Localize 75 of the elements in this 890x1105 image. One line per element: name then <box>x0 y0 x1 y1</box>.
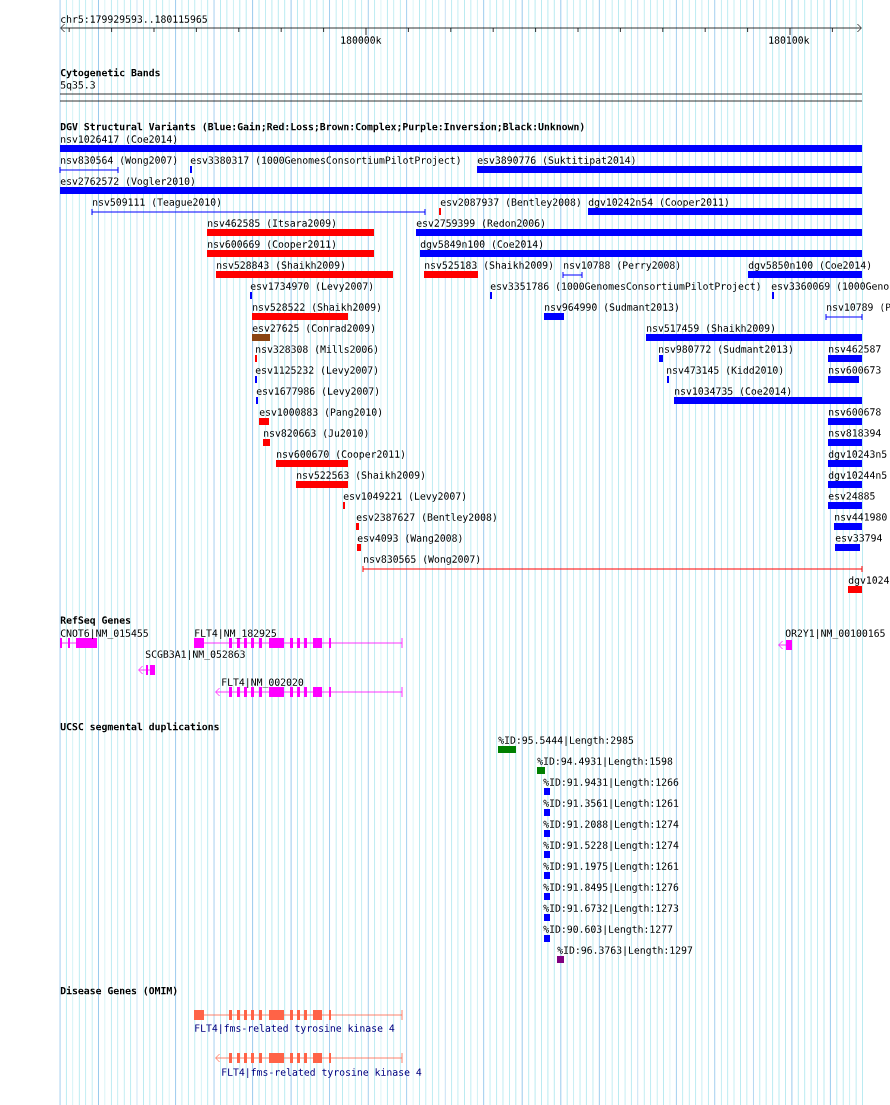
track-label: nsv328308 (Mills2006) <box>256 345 378 354</box>
track-label: %ID:91.1975|Length:1261 <box>543 862 679 872</box>
track-label: 5q35.3 <box>60 81 95 91</box>
track-label: chr5:179929593..180115965 <box>61 15 207 23</box>
track-label: nsv964990 (Sudmant2013) <box>545 303 678 312</box>
track-label: 180000k <box>341 36 382 44</box>
track-label: SCGB3A1|NM_052863 <box>145 650 245 660</box>
track-label: %ID:90.603|Length:1277 <box>543 925 673 935</box>
track-label: nsv820663 (Ju2010) <box>264 429 368 438</box>
gene-label: FLT4|fms-related tyrosine kinase 4 <box>195 1024 395 1034</box>
track-label: nsv522563 (Shaikh2009) <box>297 471 424 480</box>
track-label: esv1677986 (Levy2007) <box>256 387 379 397</box>
track-label: nsv473145 (Kidd2010) <box>667 366 783 375</box>
track-label: %ID:91.5228|Length:1274 <box>543 841 679 851</box>
track-label: dgv10242n54 (Cooper2011) <box>588 198 728 208</box>
track-label: OR2Y1|NM_00100165 <box>785 629 885 639</box>
track-label: dgv5850n100 (Coe2014) <box>748 261 871 271</box>
track-label: dgv1024 <box>848 576 889 586</box>
track-label: nsv600678 <box>829 408 881 416</box>
track-label: esv2759399 (Redon2006) <box>416 219 544 228</box>
track-label: esv2387627 (Bentley2008) <box>356 513 496 523</box>
track-label: esv3380317 (1000GenomesConsortiumPilotProject) <box>190 156 460 166</box>
track-label: esv3351786 (1000GenomesConsortiumPilotProject) <box>490 282 760 292</box>
track-label: esv4093 (Wang2008) <box>357 534 462 544</box>
track-label: esv1000883 (Pang2010) <box>259 408 382 418</box>
track-label: nsv509111 (Teague2010) <box>93 198 220 208</box>
track-label: dgv10244n5 <box>828 471 887 481</box>
track-title: Disease Genes (OMIM) <box>60 986 177 996</box>
track-label: dgv10243n5 <box>828 450 887 460</box>
track-label: 180100k <box>769 36 810 44</box>
track-label: nsv528843 (Shaikh2009) <box>217 261 344 270</box>
track-label: CNOT6|NM_015455 <box>60 629 148 639</box>
track-label: %ID:96.3763|Length:1297 <box>557 946 693 956</box>
track-label: FLT4|NM_182925 <box>195 629 276 639</box>
track-label: esv1734970 (Levy2007) <box>250 282 373 292</box>
track-label: esv3360069 (1000Geno <box>771 282 889 291</box>
track-label: esv33794 <box>835 534 882 542</box>
track-label: nsv525183 (Shaikh2009) <box>425 261 552 270</box>
track-label: esv1049221 (Levy2007) <box>343 492 466 502</box>
track-label: %ID:95.5444|Length:2985 <box>498 736 634 746</box>
track-label: %ID:91.3561|Length:1261 <box>543 799 679 809</box>
track-title: RefSeq Genes <box>60 616 131 626</box>
track-label: esv2087937 (Bentley2008) <box>440 198 580 208</box>
track-label: nsv10788 (Perry2008) <box>564 261 680 271</box>
track-label: esv3890776 (Suktitipat2014) <box>477 156 635 166</box>
track-label: nsv1026417 (Coe2014) <box>61 135 177 144</box>
track-label: nsv600669 (Cooper2011) <box>208 240 335 250</box>
track-label: nsv830564 (Wong2007) <box>61 156 177 166</box>
track-label: nsv600670 (Cooper2011) <box>277 450 404 460</box>
track-label: %ID:94.4931|Length:1598 <box>537 757 673 767</box>
track-label: FLT4|NM_002020 <box>222 678 304 688</box>
track-label: nsv600673 <box>829 366 881 374</box>
track-label: nsv528522 (Shaikh2009) <box>253 303 380 312</box>
track-label: %ID:91.6732|Length:1273 <box>543 904 679 914</box>
track-label: %ID:91.2088|Length:1274 <box>543 820 679 830</box>
track-label: nsv462585 (Itsara2009) <box>208 219 335 228</box>
track-label: nsv462587 <box>829 345 881 353</box>
track-label: nsv441980 <box>835 513 887 521</box>
track-title: Cytogenetic Bands <box>60 68 160 79</box>
track-title: UCSC segmental duplications <box>60 722 219 733</box>
track-label: esv27625 (Conrad2009) <box>252 324 375 333</box>
track-label: nsv10789 (P <box>827 303 890 312</box>
track-label: nsv830565 (Wong2007) <box>364 555 480 565</box>
track-label: esv2762572 (Vogler2010) <box>60 177 194 187</box>
track-label: esv1125232 (Levy2007) <box>255 366 378 376</box>
track-label: dgv5849n100 (Coe2014) <box>420 240 543 250</box>
track-label: nsv818394 <box>829 429 881 437</box>
track-title: DGV Structural Variants (Blue:Gain;Red:Loss;Brown:Complex;Purple:Inversion;Black:Unknown) <box>60 122 584 133</box>
gene-label: FLT4|fms-related tyrosine kinase 4 <box>222 1068 422 1078</box>
track-label: nsv980772 (Sudmant2013) <box>659 345 792 354</box>
track-label: %ID:91.9431|Length:1266 <box>543 778 679 788</box>
track-label: esv24885 <box>828 492 875 500</box>
track-label: nsv517459 (Shaikh2009) <box>647 324 774 333</box>
track-label: %ID:91.8495|Length:1276 <box>543 883 679 893</box>
track-label: nsv1034735 (Coe2014) <box>675 387 791 396</box>
